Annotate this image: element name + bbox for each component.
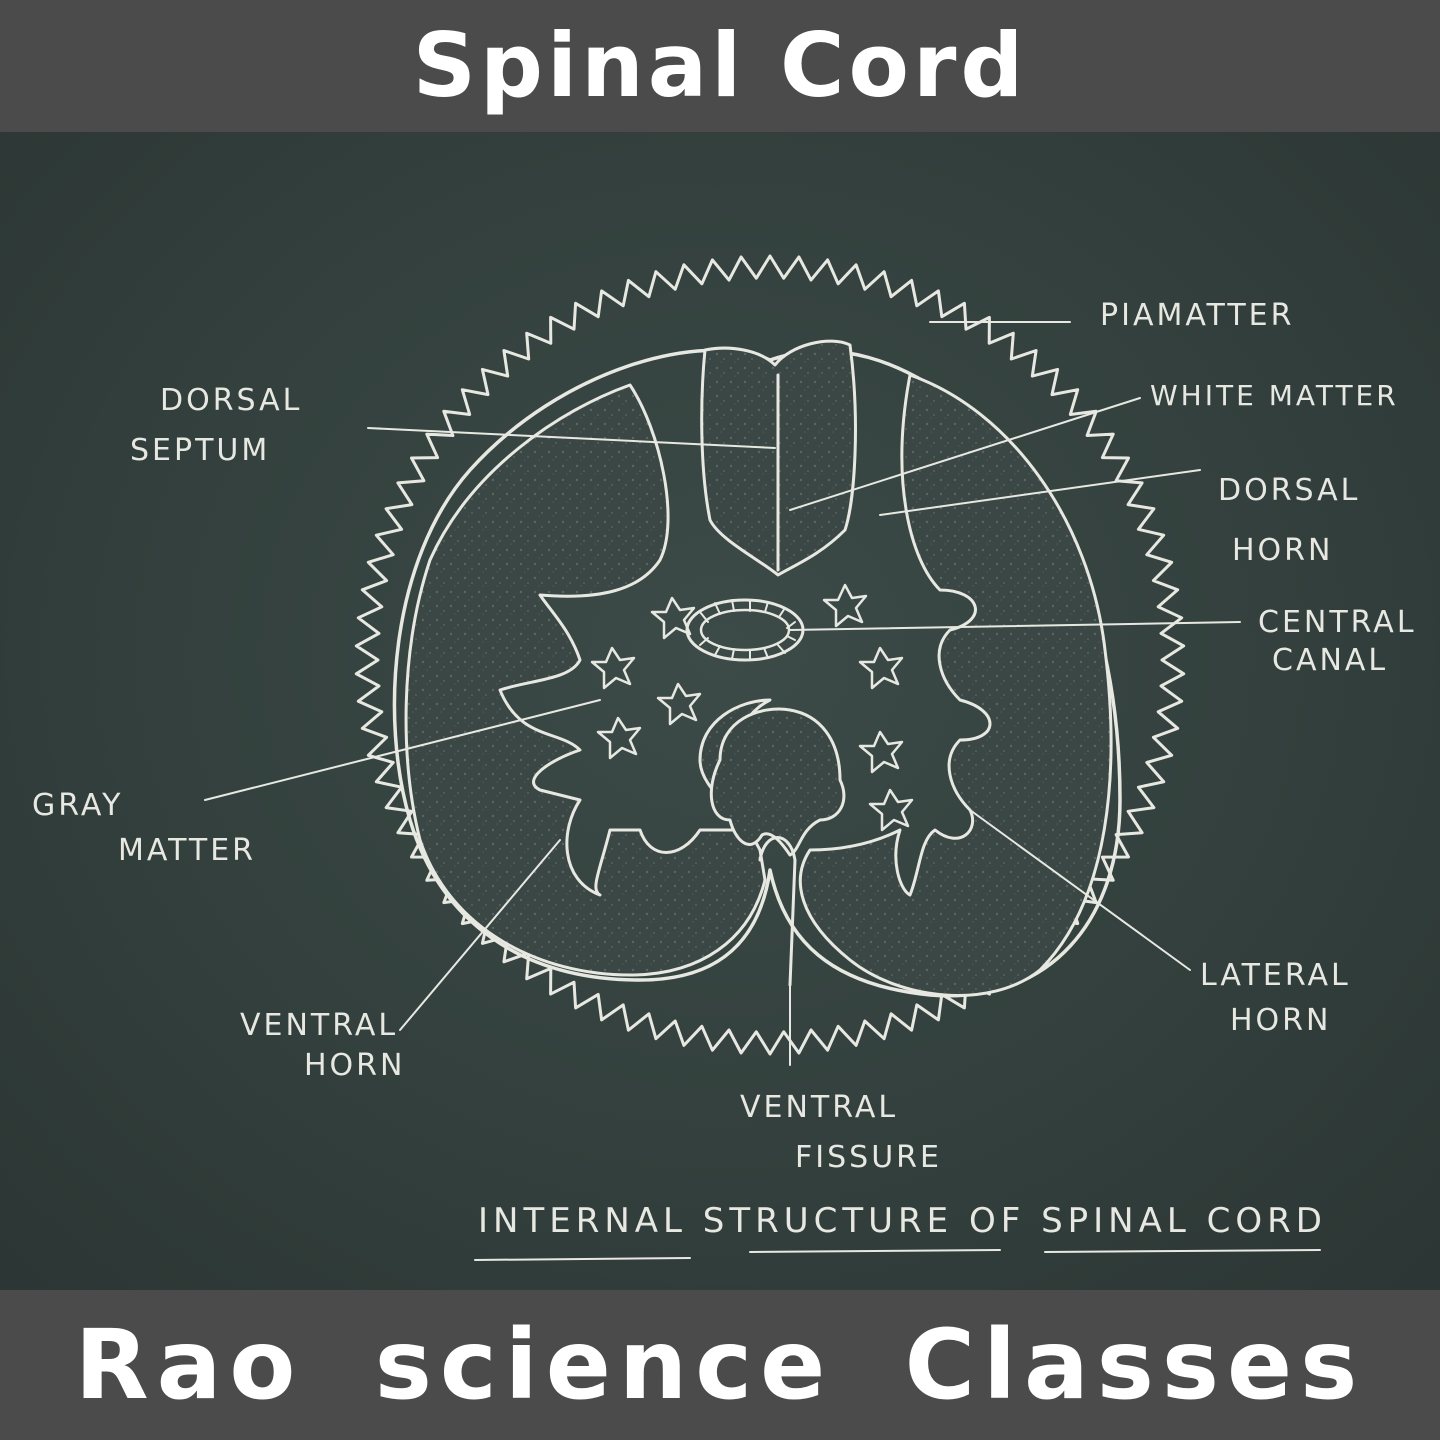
label-lateral-horn-1: LATERAL — [1200, 958, 1351, 993]
footer-banner: Rao science Classes — [0, 1290, 1440, 1440]
left-white-matter — [404, 383, 772, 977]
label-dorsal-horn-1: DORSAL — [1218, 473, 1360, 508]
leader-white-matter — [789, 397, 1141, 511]
neuron — [656, 682, 702, 726]
neuron — [596, 716, 642, 760]
neuron — [858, 730, 904, 774]
label-central-canal-1: CENTRAL — [1258, 605, 1417, 640]
neurons — [590, 583, 914, 832]
page-title: Spinal Cord — [412, 14, 1028, 117]
leader-dorsal-septum — [367, 427, 776, 449]
leader-ventral-horn — [399, 839, 561, 1031]
label-ventral-horn-2: HORN — [304, 1048, 405, 1083]
label-dorsal-septum-1: DORSAL — [160, 383, 302, 418]
central-canal-inner — [699, 608, 791, 652]
label-white-matter: WHITE MATTER — [1150, 379, 1399, 412]
label-ventral-fissure-1: VENTRAL — [740, 1090, 898, 1125]
ventral-lobe — [709, 707, 846, 857]
label-dorsal-horn-2: HORN — [1232, 533, 1333, 568]
neuron — [858, 646, 904, 690]
label-central-canal-2: CANAL — [1272, 643, 1388, 678]
leader-gray-matter — [204, 699, 601, 801]
leader-central-canal — [789, 621, 1241, 631]
leader-dorsal-horn — [879, 469, 1201, 516]
label-ventral-horn-1: VENTRAL — [240, 1008, 398, 1043]
footer-title: Rao science Classes — [74, 1309, 1366, 1421]
label-ventral-fissure-2: FISSURE — [795, 1140, 942, 1175]
label-lateral-horn-2: HORN — [1230, 1003, 1331, 1038]
title-banner: Spinal Cord — [0, 0, 1440, 132]
neuron — [868, 788, 914, 832]
caption-underline — [474, 1249, 1321, 1261]
neuron — [590, 646, 636, 690]
canal-ependyma — [699, 599, 796, 661]
label-dorsal-septum-2: SEPTUM — [130, 433, 270, 468]
ventral-fissure — [758, 836, 797, 987]
label-gray-matter-1: GRAY — [32, 788, 123, 823]
neuron — [822, 583, 868, 628]
chalkboard — [0, 132, 1440, 1290]
leader-lateral-horn — [969, 809, 1191, 971]
neuron — [650, 596, 696, 640]
diagram-caption: INTERNAL STRUCTURE OF SPINAL CORD — [478, 1201, 1327, 1241]
right-white-matter — [798, 373, 1113, 997]
leader-lines — [204, 321, 1241, 1066]
label-piamatter: PIAMATTER — [1100, 298, 1294, 333]
label-gray-matter-2: MATTER — [118, 833, 256, 868]
pia-mater-outline — [354, 254, 1186, 1056]
